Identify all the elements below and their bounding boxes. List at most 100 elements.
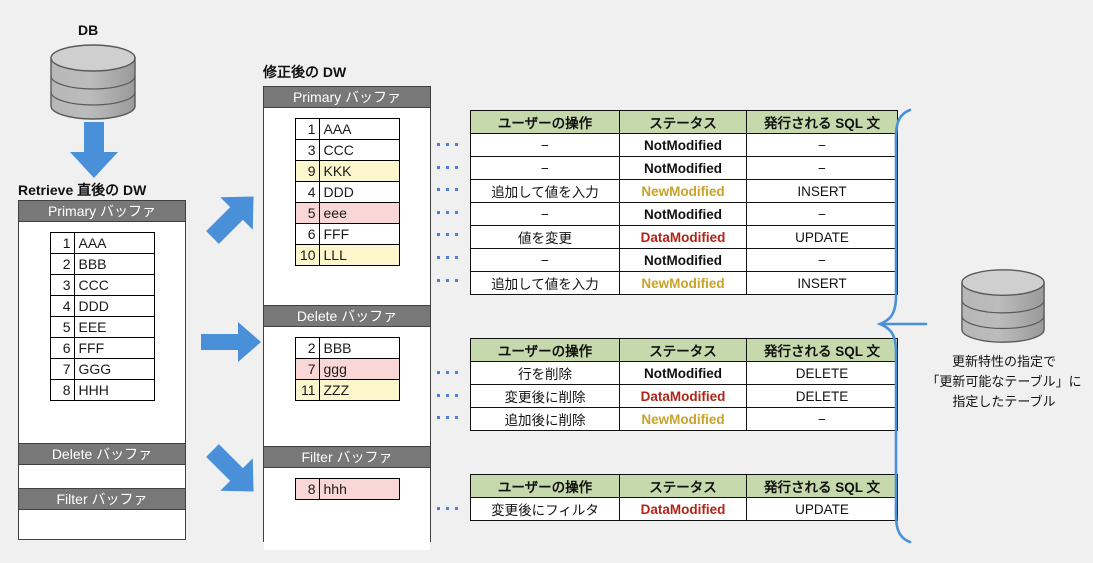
ellipsis-icon: [437, 507, 458, 510]
cell-status: NotModified: [619, 156, 747, 180]
row-id: 5: [49, 316, 75, 338]
column-header-2: ステータス: [619, 338, 747, 362]
column-header-3: 発行される SQL 文: [746, 474, 898, 498]
row-value: eee: [318, 202, 400, 224]
cell-operation: 変更後に削除: [470, 384, 620, 408]
status-badge: DataModified: [640, 388, 726, 404]
retrieve-dw-label: Retrieve 直後の DW: [18, 182, 147, 198]
updatable-table-cylinder-icon: [959, 268, 1047, 346]
row-id: 6: [294, 223, 320, 245]
column-header-1: ユーザーの操作: [470, 474, 620, 498]
column-header-1: ユーザーの操作: [470, 110, 620, 134]
row-value: FFF: [318, 223, 400, 245]
row-id: 6: [49, 337, 75, 359]
status-badge: NewModified: [641, 411, 725, 427]
table-row[interactable]: −NotModified−: [470, 248, 898, 272]
ellipsis-icon: [437, 143, 458, 146]
row-id: 2: [49, 253, 75, 275]
row-id: 10: [294, 244, 320, 266]
row-id: 5: [294, 202, 320, 224]
status-badge: NotModified: [644, 365, 722, 381]
table-row[interactable]: −NotModified−: [470, 133, 898, 157]
arrow-filter-icon: [202, 440, 264, 507]
cell-sql: UPDATE: [746, 497, 898, 521]
status-badge: NotModified: [644, 252, 722, 268]
cell-sql: −: [746, 248, 898, 272]
buffer-header: Delete バッファ: [19, 444, 185, 465]
buffer-header: Filter バッファ: [19, 489, 185, 510]
row-value: hhh: [318, 478, 400, 500]
cell-status: NotModified: [619, 133, 747, 157]
row-value: KKK: [318, 160, 400, 182]
caption-line: 更新特性の指定で: [951, 354, 1056, 369]
cell-sql: −: [746, 156, 898, 180]
table-header-row: ユーザーの操作ステータス発行される SQL 文: [470, 110, 898, 134]
ellipsis-icon: [437, 188, 458, 192]
cell-sql: UPDATE: [746, 225, 898, 249]
row-value: LLL: [318, 244, 400, 266]
row-value: ZZZ: [318, 379, 400, 401]
row-id: 2: [294, 337, 320, 359]
modified-dw-label: 修正後の DW: [263, 64, 347, 80]
row-value: CCC: [318, 139, 400, 161]
updatable-table-caption: 更新特性の指定で「更新可能なテーブル」に指定したテーブル: [923, 352, 1085, 412]
table-row[interactable]: −NotModified−: [470, 156, 898, 180]
row-id: 4: [294, 181, 320, 203]
row-id: 8: [294, 478, 320, 500]
buffer-header: Primary バッファ: [19, 201, 185, 222]
cell-status: NotModified: [619, 202, 747, 226]
grouping-brace-icon: [876, 106, 930, 551]
cell-operation: 行を削除: [470, 361, 620, 385]
row-id: 1: [49, 232, 75, 254]
table-header-row: ユーザーの操作ステータス発行される SQL 文: [470, 338, 898, 362]
row-value: DDD: [318, 181, 400, 203]
table-row[interactable]: 行を削除 NotModified DELETE: [470, 361, 898, 385]
table-header-row: ユーザーの操作ステータス発行される SQL 文: [470, 474, 898, 498]
cell-status: NotModified: [619, 248, 747, 272]
table-row[interactable]: −NotModified−: [470, 202, 898, 226]
ellipsis-icon: [437, 371, 458, 374]
row-value: GGG: [73, 358, 155, 380]
ellipsis-icon: [437, 416, 458, 420]
row-id: 8: [49, 379, 75, 401]
row-value: AAA: [73, 232, 155, 254]
row-value: FFF: [73, 337, 155, 359]
column-header-3: 発行される SQL 文: [746, 110, 898, 134]
arrow-delete-icon: [200, 320, 262, 369]
caption-line: 指定したテーブル: [952, 394, 1056, 409]
cell-operation: −: [470, 202, 620, 226]
cell-sql: DELETE: [746, 361, 898, 385]
row-id: 3: [294, 139, 320, 161]
ellipsis-icon: [437, 233, 458, 237]
operation-table-1: ユーザーの操作ステータス発行される SQL 文−NotModified−−Not…: [470, 110, 898, 295]
